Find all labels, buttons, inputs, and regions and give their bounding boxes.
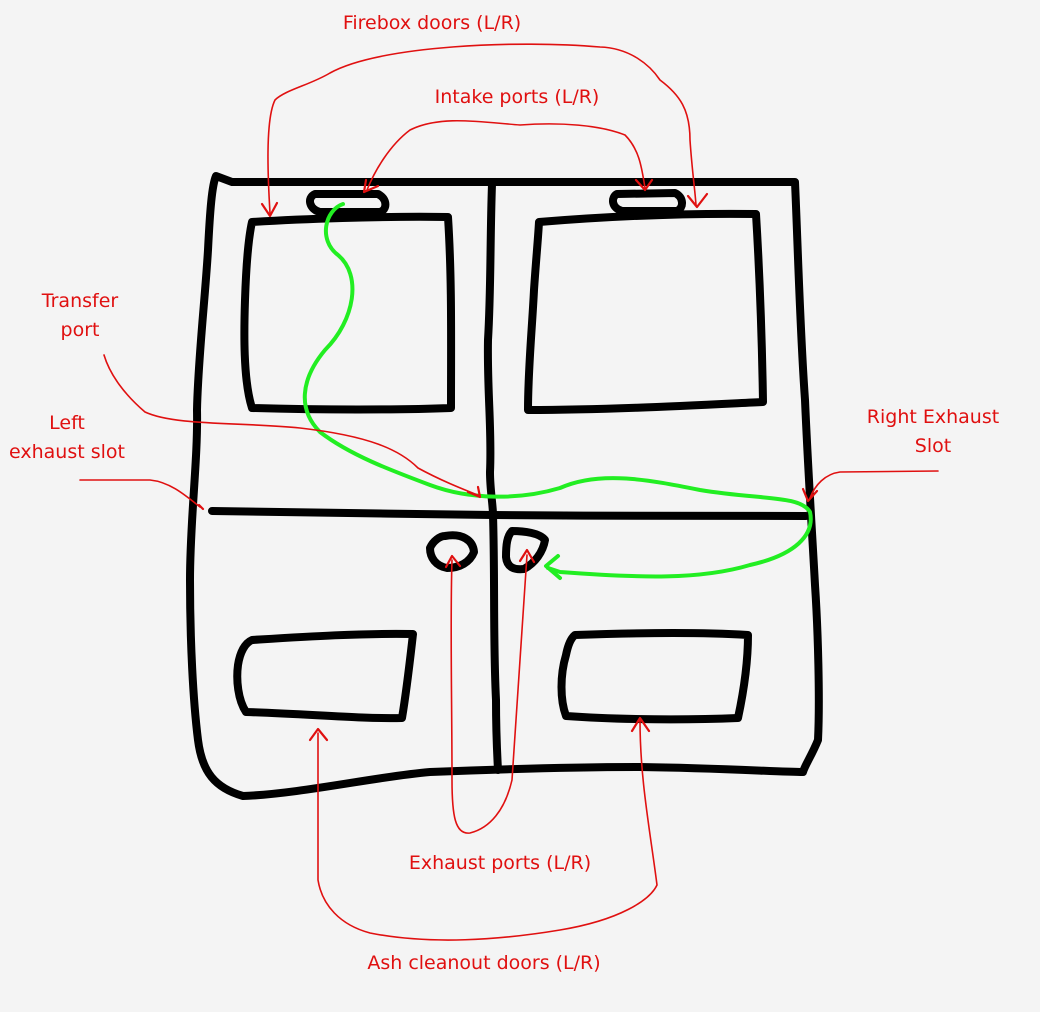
transfer-port-arrow <box>103 354 481 497</box>
firebox-doors-label: Firebox doors (L/R) <box>343 12 521 34</box>
transfer-port-label-line2: port <box>61 319 100 341</box>
ash-cleanout-doors-arrowhead-right <box>630 716 651 733</box>
left-exhaust-slot-arrowhead <box>197 503 205 511</box>
ash-cleanout-doors-arrowhead-left <box>308 727 329 742</box>
intake-ports-arrowhead-right <box>634 178 654 192</box>
intake-ports-arrow <box>366 119 646 191</box>
left-ash-cleanout-door <box>233 629 417 723</box>
ash-cleanout-doors-arrow <box>317 719 658 941</box>
firebox-doors-arrowhead-left <box>260 201 279 218</box>
transfer-port-label-line1: Transfer <box>41 290 119 312</box>
left-intake-port <box>306 190 390 216</box>
horizontal-divider <box>208 507 810 520</box>
ash-cleanout-doors-label: Ash cleanout doors (L/R) <box>367 952 600 974</box>
intake-ports-label: Intake ports (L/R) <box>435 86 600 108</box>
right-ash-cleanout-door <box>557 629 752 724</box>
center-divider-lower <box>489 511 502 774</box>
firebox-doors-arrow <box>267 43 697 214</box>
stove-outer-outline <box>186 172 823 800</box>
left-firebox-door <box>240 212 456 414</box>
right-firebox-door <box>524 209 767 414</box>
firebox-doors-arrowhead-right <box>686 192 709 209</box>
right-exhaust-slot-arrow <box>809 470 939 499</box>
left-exhaust-slot-label-line2: exhaust slot <box>9 441 125 463</box>
stove-body <box>186 172 823 800</box>
exhaust-ports-arrowhead-right <box>518 548 536 564</box>
exhaust-ports-arrowhead-left <box>444 554 462 569</box>
center-divider-upper <box>483 180 497 519</box>
airflow-path <box>302 202 813 580</box>
exhaust-ports-arrow <box>450 554 528 834</box>
exhaust-ports-label: Exhaust ports (L/R) <box>409 852 591 874</box>
airflow-arrowhead <box>544 554 562 580</box>
left-exhaust-slot-label-line1: Left <box>49 412 85 434</box>
annotation-arrows <box>79 43 939 941</box>
right-exhaust-slot-label-line1: Right Exhaust <box>867 406 999 428</box>
airflow-line <box>302 202 813 579</box>
right-exhaust-slot-arrowhead <box>801 487 819 503</box>
right-intake-port <box>609 189 686 215</box>
annotation-labels: Firebox doors (L/R) Intake ports (L/R) T… <box>9 12 999 974</box>
intake-ports-arrowhead-left <box>362 178 380 194</box>
right-exhaust-slot-label-line2: Slot <box>915 435 951 457</box>
left-exhaust-slot-arrow <box>79 479 201 508</box>
transfer-port-arrowhead <box>466 485 482 499</box>
left-exhaust-port <box>426 531 478 572</box>
right-exhaust-port <box>502 527 549 574</box>
